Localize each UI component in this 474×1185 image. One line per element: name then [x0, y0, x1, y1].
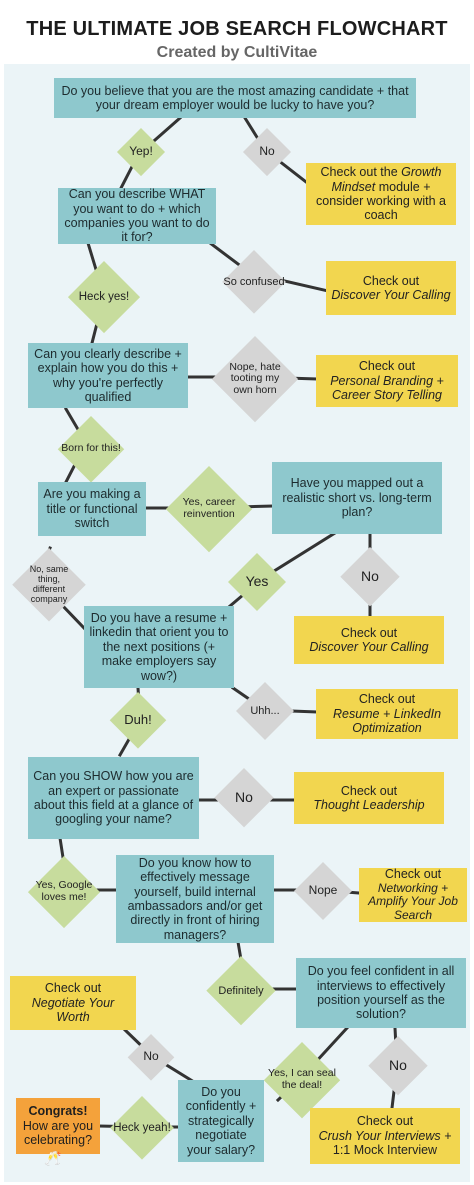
answer-diamond-career-reinvention[interactable]: Yes, career reinvention	[166, 466, 252, 552]
answer-diamond-no-negotiate[interactable]: No	[128, 1034, 174, 1080]
answer-diamond-hate-tooting[interactable]: Nope, hate tooting my own horn	[212, 336, 298, 422]
question-dream-candidate: Do you believe that you are the most ama…	[54, 78, 416, 118]
question-interviews-confident: Do you feel confident in all interviews …	[296, 958, 466, 1028]
answer-diamond-uhh[interactable]: Uhh...	[236, 682, 294, 740]
page-subtitle: Created by CultiVitae	[156, 44, 318, 61]
answer-diamond-heck-yes[interactable]: Heck yes!	[68, 261, 140, 333]
answer-diamond-heck-yeah[interactable]: Heck yeah!	[110, 1096, 174, 1160]
answer-diamond-definitely[interactable]: Definitely	[206, 956, 276, 1026]
question-show-expert: Can you SHOW how you are an expert or pa…	[28, 757, 199, 839]
answer-diamond-yep[interactable]: Yep!	[117, 128, 165, 176]
page-title: THE ULTIMATE JOB SEARCH FLOWCHART	[26, 18, 448, 40]
question-message-yourself: Do you know how to effectively message y…	[116, 855, 274, 943]
answer-diamond-nope[interactable]: Nope	[294, 862, 352, 920]
answer-diamond-no-plan[interactable]: No	[340, 547, 400, 607]
answer-diamond-born-for-this[interactable]: Born for this!	[58, 416, 124, 482]
answer-diamond-same-thing[interactable]: No, same thing, different company	[12, 548, 86, 622]
answer-diamond-no-expert[interactable]: No	[214, 768, 274, 828]
answer-diamond-so-confused[interactable]: So confused	[222, 250, 286, 314]
answer-diamond-google-loves-me[interactable]: Yes, Google loves me!	[28, 856, 100, 928]
question-describe-what: Can you describe WHAT you want to do + w…	[58, 187, 216, 244]
header: THE ULTIMATE JOB SEARCH FLOWCHART Create…	[0, 0, 474, 64]
question-title-switch: Are you making a title or functional swi…	[38, 482, 146, 536]
answer-diamond-no[interactable]: No	[243, 128, 291, 176]
question-clearly-describe: Can you clearly describe + explain how y…	[28, 343, 188, 408]
resource-growth-mindset[interactable]: Check out the Growth Mindset module + co…	[306, 163, 456, 225]
answer-diamond-seal-the-deal[interactable]: Yes, I can seal the deal!	[264, 1042, 340, 1118]
question-resume-linkedin: Do you have a resume + linkedin that ori…	[84, 606, 234, 688]
congrats-title: Congrats!	[28, 1104, 88, 1119]
question-realistic-plan: Have you mapped out a realistic short vs…	[272, 462, 442, 534]
answer-diamond-yes[interactable]: Yes	[228, 553, 286, 611]
congrats-box: Congrats! How are you celebrating?	[16, 1098, 100, 1154]
question-negotiate-salary: Do you confidently + strategically negot…	[178, 1080, 264, 1162]
champagne-glasses-icon: 🥂	[44, 1150, 62, 1166]
congrats-text: How are you celebrating?	[22, 1118, 94, 1148]
answer-diamond-no-interviews[interactable]: No	[368, 1036, 428, 1096]
answer-diamond-duh[interactable]: Duh!	[110, 692, 166, 748]
